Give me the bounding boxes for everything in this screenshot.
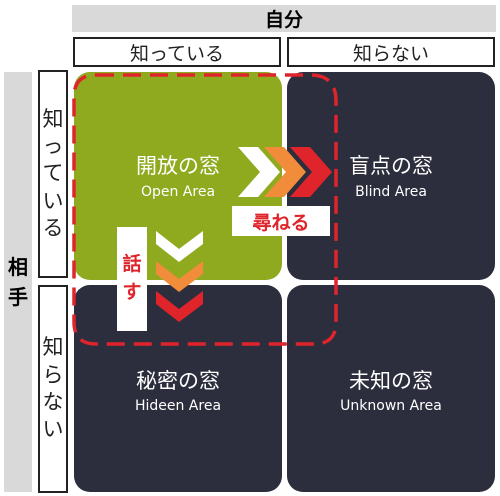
open-area-subtitle: Open Area bbox=[140, 184, 216, 200]
column-header-known-label: 知っている bbox=[129, 42, 225, 65]
column-header-unknown-label: 知らない bbox=[352, 42, 429, 65]
ask-chevron-red bbox=[290, 147, 332, 197]
others-header-title: 相手 bbox=[8, 255, 28, 309]
talk-label: 話す bbox=[117, 227, 147, 331]
blind-area-title: 盲点の窓 bbox=[349, 154, 433, 178]
open-area-window: 開放の窓 Open Area bbox=[74, 72, 282, 280]
hidden-area-title: 秘密の窓 bbox=[136, 369, 220, 393]
hidden-area-subtitle: Hideen Area bbox=[134, 398, 222, 414]
ask-chevron-orange bbox=[264, 147, 306, 197]
talk-label-text: 話す bbox=[122, 253, 142, 303]
unknown-area-title: 未知の窓 bbox=[349, 369, 433, 393]
others-header: 相手 bbox=[4, 72, 32, 492]
talk-chevron-white bbox=[156, 231, 203, 262]
row-header-known-label: 知っている bbox=[42, 106, 64, 240]
ask-label-text: 尋ねる bbox=[252, 211, 310, 234]
unknown-area-subtitle: Unknown Area bbox=[340, 398, 442, 414]
column-header-unknown: 知らない bbox=[287, 37, 495, 67]
self-header: 自分 bbox=[72, 5, 496, 32]
row-header-unknown-label: 知らない bbox=[42, 335, 64, 442]
unknown-area-window: 未知の窓 Unknown Area bbox=[287, 285, 495, 492]
talk-chevron-orange bbox=[156, 261, 203, 292]
blind-area-subtitle: Blind Area bbox=[355, 184, 427, 200]
row-header-unknown: 知らない bbox=[38, 285, 68, 493]
ask-label: 尋ねる bbox=[232, 206, 330, 236]
self-header-title: 自分 bbox=[264, 9, 303, 31]
ask-chevron-white bbox=[238, 147, 280, 197]
talk-chevron-red bbox=[156, 291, 203, 322]
column-header-known: 知っている bbox=[73, 37, 281, 67]
row-header-known: 知っている bbox=[38, 70, 68, 278]
open-area-title: 開放の窓 bbox=[136, 154, 220, 178]
